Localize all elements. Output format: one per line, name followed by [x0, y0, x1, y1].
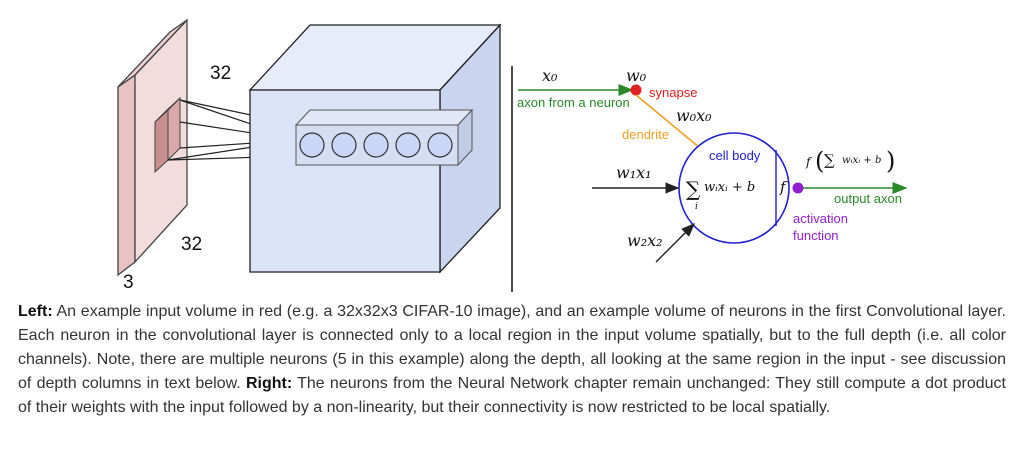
figure-caption: Left: An example input volume in red (e.…	[18, 300, 1006, 420]
synapse-dot	[630, 84, 642, 96]
caption-left-text: An example input volume in red (e.g. a 3…	[18, 303, 1006, 392]
w0-label: w₀	[626, 66, 647, 85]
output-axon-label: output axon	[834, 191, 902, 206]
output-formula: f ( ∑ wᵢxᵢ + b )	[805, 147, 895, 175]
w0x0-label: w₀x₀	[676, 106, 712, 125]
caption-right-text: The neurons from the Neural Network chap…	[18, 375, 1006, 416]
input-volume	[117, 18, 188, 277]
neuron	[331, 132, 357, 158]
dendrite-label: dendrite	[622, 127, 669, 142]
neuron	[299, 132, 325, 158]
activation-label-1: activation	[793, 211, 848, 226]
input-w2x2-line	[655, 223, 695, 263]
x0-label: x₀	[542, 66, 558, 85]
w1x1-label: w₁x₁	[616, 163, 652, 182]
left-paren: (	[815, 147, 824, 175]
neurons	[299, 132, 453, 158]
figure: 32 32 3 x₀ w₀ axon from a neuron synapse…	[117, 18, 908, 293]
synapse-label: synapse	[649, 85, 697, 100]
right-paren: )	[886, 147, 895, 175]
sum-index: i	[695, 202, 698, 212]
f-expr-inner: wᵢxᵢ + b	[842, 155, 881, 166]
sum-symbol: ∑	[686, 177, 701, 201]
dendrite-line	[635, 94, 701, 149]
caption-right-head: Right:	[245, 375, 293, 392]
activation-dot	[792, 182, 804, 194]
formula-sum-symbol: ∑	[824, 151, 835, 169]
dim-side-label: 32	[181, 234, 202, 255]
activation-label-2: function	[793, 228, 839, 243]
receptive-field	[154, 96, 181, 174]
dim-depth-label: 3	[123, 272, 134, 293]
sum-expression: wᵢxᵢ + b	[704, 180, 755, 195]
dim-top-label: 32	[210, 63, 231, 84]
f-symbol: f	[779, 178, 788, 196]
caption-left-head: Left:	[18, 303, 53, 320]
axon-label: axon from a neuron	[517, 95, 630, 110]
w2x2-label: w₂x₂	[627, 231, 663, 250]
cell-body-label: cell body	[709, 148, 761, 163]
f-expr-prefix: f	[805, 155, 813, 169]
neuron	[363, 132, 389, 158]
neuron	[395, 132, 421, 158]
neuron	[427, 132, 453, 158]
